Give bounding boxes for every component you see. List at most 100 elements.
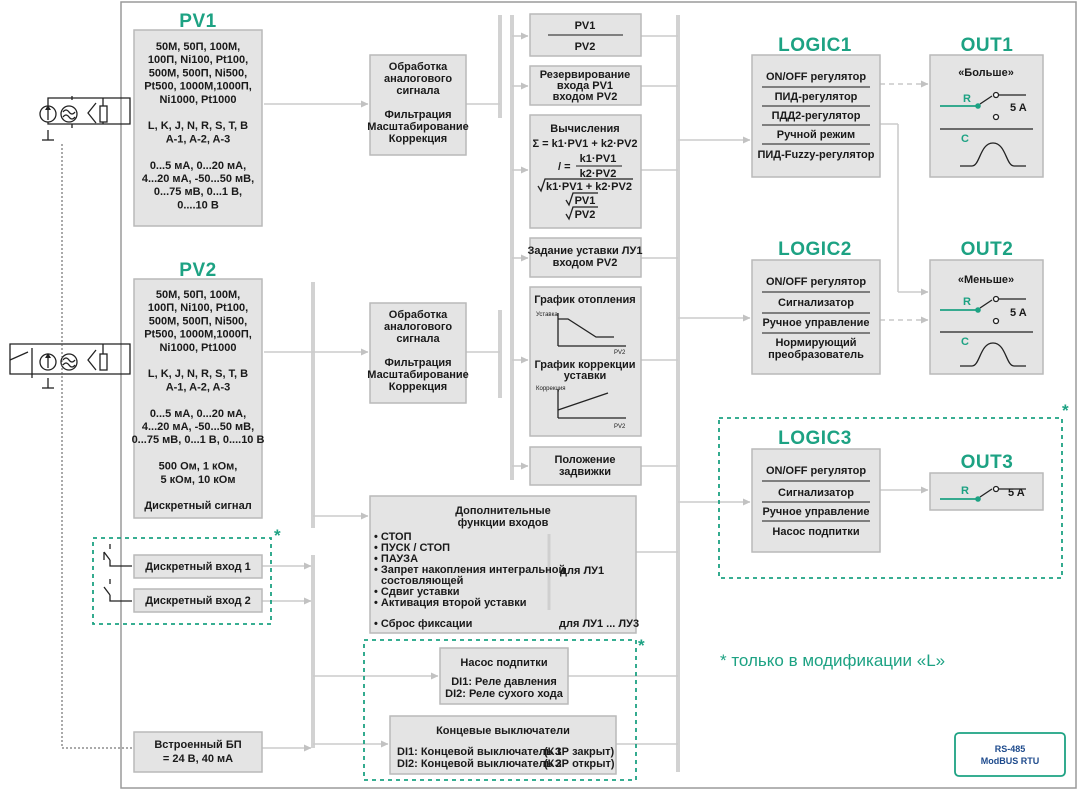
- logic2-item: Сигнализатор: [778, 297, 854, 309]
- region-di-optional: [92, 537, 272, 625]
- logic2-title: LOGIC2: [778, 239, 852, 260]
- logic3-box: [751, 448, 881, 553]
- text-line: DI1: Реле давления: [451, 676, 557, 688]
- out3-amp: 5 A: [1008, 487, 1025, 499]
- text-line: аналогового: [384, 321, 452, 333]
- extra-item: состовляющей: [381, 575, 463, 587]
- text-line: График коррекции: [534, 359, 635, 371]
- reserve-box: [529, 65, 642, 106]
- calc-div-den: k2·PV2: [580, 168, 617, 180]
- logic3-title: LOGIC3: [778, 428, 852, 449]
- text-line: 500 Ом, 1 кОм,: [159, 461, 238, 473]
- text-line: Масштабирование: [367, 369, 468, 381]
- voltage-source-icon: [60, 353, 78, 371]
- setpoint-box: [529, 237, 642, 278]
- text-line: Встроенный БП: [154, 739, 241, 751]
- logic3-item: Ручное управление: [762, 506, 869, 518]
- rs485-label: RS-485: [995, 744, 1026, 754]
- asterisk-2: *: [638, 636, 645, 655]
- text-line: функции входов: [458, 517, 549, 529]
- di2-box: [133, 588, 263, 613]
- corr-graph-xlabel: PV2: [614, 424, 626, 430]
- graphs-box: [529, 286, 642, 437]
- heat-graph-xlabel: PV2: [614, 350, 626, 356]
- relay-contact-icon: [940, 485, 1026, 502]
- logic2-item: преобразователь: [768, 349, 864, 361]
- out1-title: OUT1: [961, 35, 1014, 56]
- text-line: задвижки: [559, 466, 611, 478]
- text-line: Задание уставки ЛУ1: [528, 245, 643, 257]
- text-line: DI2: Реле сухого хода: [445, 688, 564, 700]
- out2-title: OUT2: [961, 239, 1014, 260]
- calc-sqrt-3: PV2: [575, 209, 596, 221]
- heat-graph-title: График отопления: [534, 294, 635, 306]
- calc-div-sign: / =: [558, 161, 571, 173]
- text-line: Обработка: [389, 309, 448, 321]
- modbus-label: ModBUS RTU: [981, 756, 1040, 766]
- analog-processing-2: [369, 302, 467, 404]
- calc-sqrt-1: k1·PV1 + k2·PV2: [546, 181, 632, 193]
- resistor-icon: [99, 105, 108, 123]
- text-line: 50М, 50П, 100М,: [156, 41, 240, 53]
- logic2-item: ON/OFF регулятор: [766, 276, 866, 288]
- logic3-item: Сигнализатор: [778, 487, 854, 499]
- out1-r: R: [963, 93, 971, 105]
- pump-title: Насос подпитки: [460, 657, 547, 669]
- extra-item: • ПАУЗА: [374, 553, 418, 565]
- relay-contact-icon: [940, 295, 1026, 325]
- text-line: 0....10 В: [177, 199, 219, 211]
- pv-label-1: PV1: [575, 20, 596, 32]
- text-line: 0...5 мА, 0...20 мА,: [150, 160, 246, 172]
- logic2-box: [751, 259, 881, 375]
- text-line: входом PV2: [553, 91, 618, 103]
- calc-sqrt-2: PV1: [575, 195, 596, 207]
- logic1-title: LOGIC1: [778, 35, 852, 56]
- pv2-sensor-symbols: [9, 343, 131, 389]
- text-line: Коррекция: [389, 381, 447, 393]
- pv2-title: PV2: [179, 260, 216, 281]
- connection-lines: [262, 32, 929, 752]
- text-line: аналогового: [384, 73, 452, 85]
- logic2-item: Ручное управление: [762, 317, 869, 329]
- pv2-box: [133, 278, 263, 519]
- out2-box: [929, 259, 1044, 375]
- text-line: Pt500, 1000М,1000П,: [144, 81, 252, 93]
- text-line: 100П, Ni100, Pt100,: [148, 302, 248, 314]
- calc-box: [529, 114, 642, 229]
- out2-amp: 5 A: [1010, 307, 1027, 319]
- logic3-item: ON/OFF регулятор: [766, 465, 866, 477]
- out1-amp: 5 A: [1010, 102, 1027, 114]
- out2-r: R: [963, 296, 971, 308]
- limits-title: Концевые выключатели: [436, 725, 570, 737]
- out3-r: R: [961, 485, 969, 497]
- relay-contact-icon: [940, 91, 1026, 121]
- extra-functions-box: [369, 495, 637, 634]
- logic1-item: ON/OFF регулятор: [766, 71, 866, 83]
- text-line: 0...5 мА, 0...20 мА,: [150, 408, 246, 420]
- logic1-item: Ручной режим: [777, 129, 855, 141]
- text-line: Фильтрация: [384, 357, 451, 369]
- text-line: 100П, Ni100, Pt100,: [148, 54, 248, 66]
- text-line: Обработка: [389, 61, 448, 73]
- text-line: = 24 В, 40 мА: [163, 753, 233, 765]
- rs485-box: [954, 732, 1066, 777]
- di1-box: [133, 554, 263, 579]
- text-line: Фильтрация: [384, 109, 451, 121]
- extra-function-list: • СТОП • ПУСК / СТОП • ПАУЗА • Запрет на…: [374, 531, 565, 630]
- for-lu1-label: для ЛУ1: [560, 565, 604, 577]
- heat-graph: [557, 313, 626, 347]
- text-line: Положение: [554, 454, 615, 466]
- analog-processing-1: [369, 54, 467, 156]
- logic1-box: [751, 54, 881, 178]
- extra-item: • Сдвиг уставки: [374, 586, 460, 598]
- pv2-text: 50М, 50П, 100М,100П, Ni100, Pt100,500М, …: [132, 289, 265, 512]
- calc-div-num: k1·PV1: [580, 153, 617, 165]
- psu-dotted-link: [61, 144, 132, 749]
- extra-item: • Запрет накопления интегральной: [374, 564, 565, 576]
